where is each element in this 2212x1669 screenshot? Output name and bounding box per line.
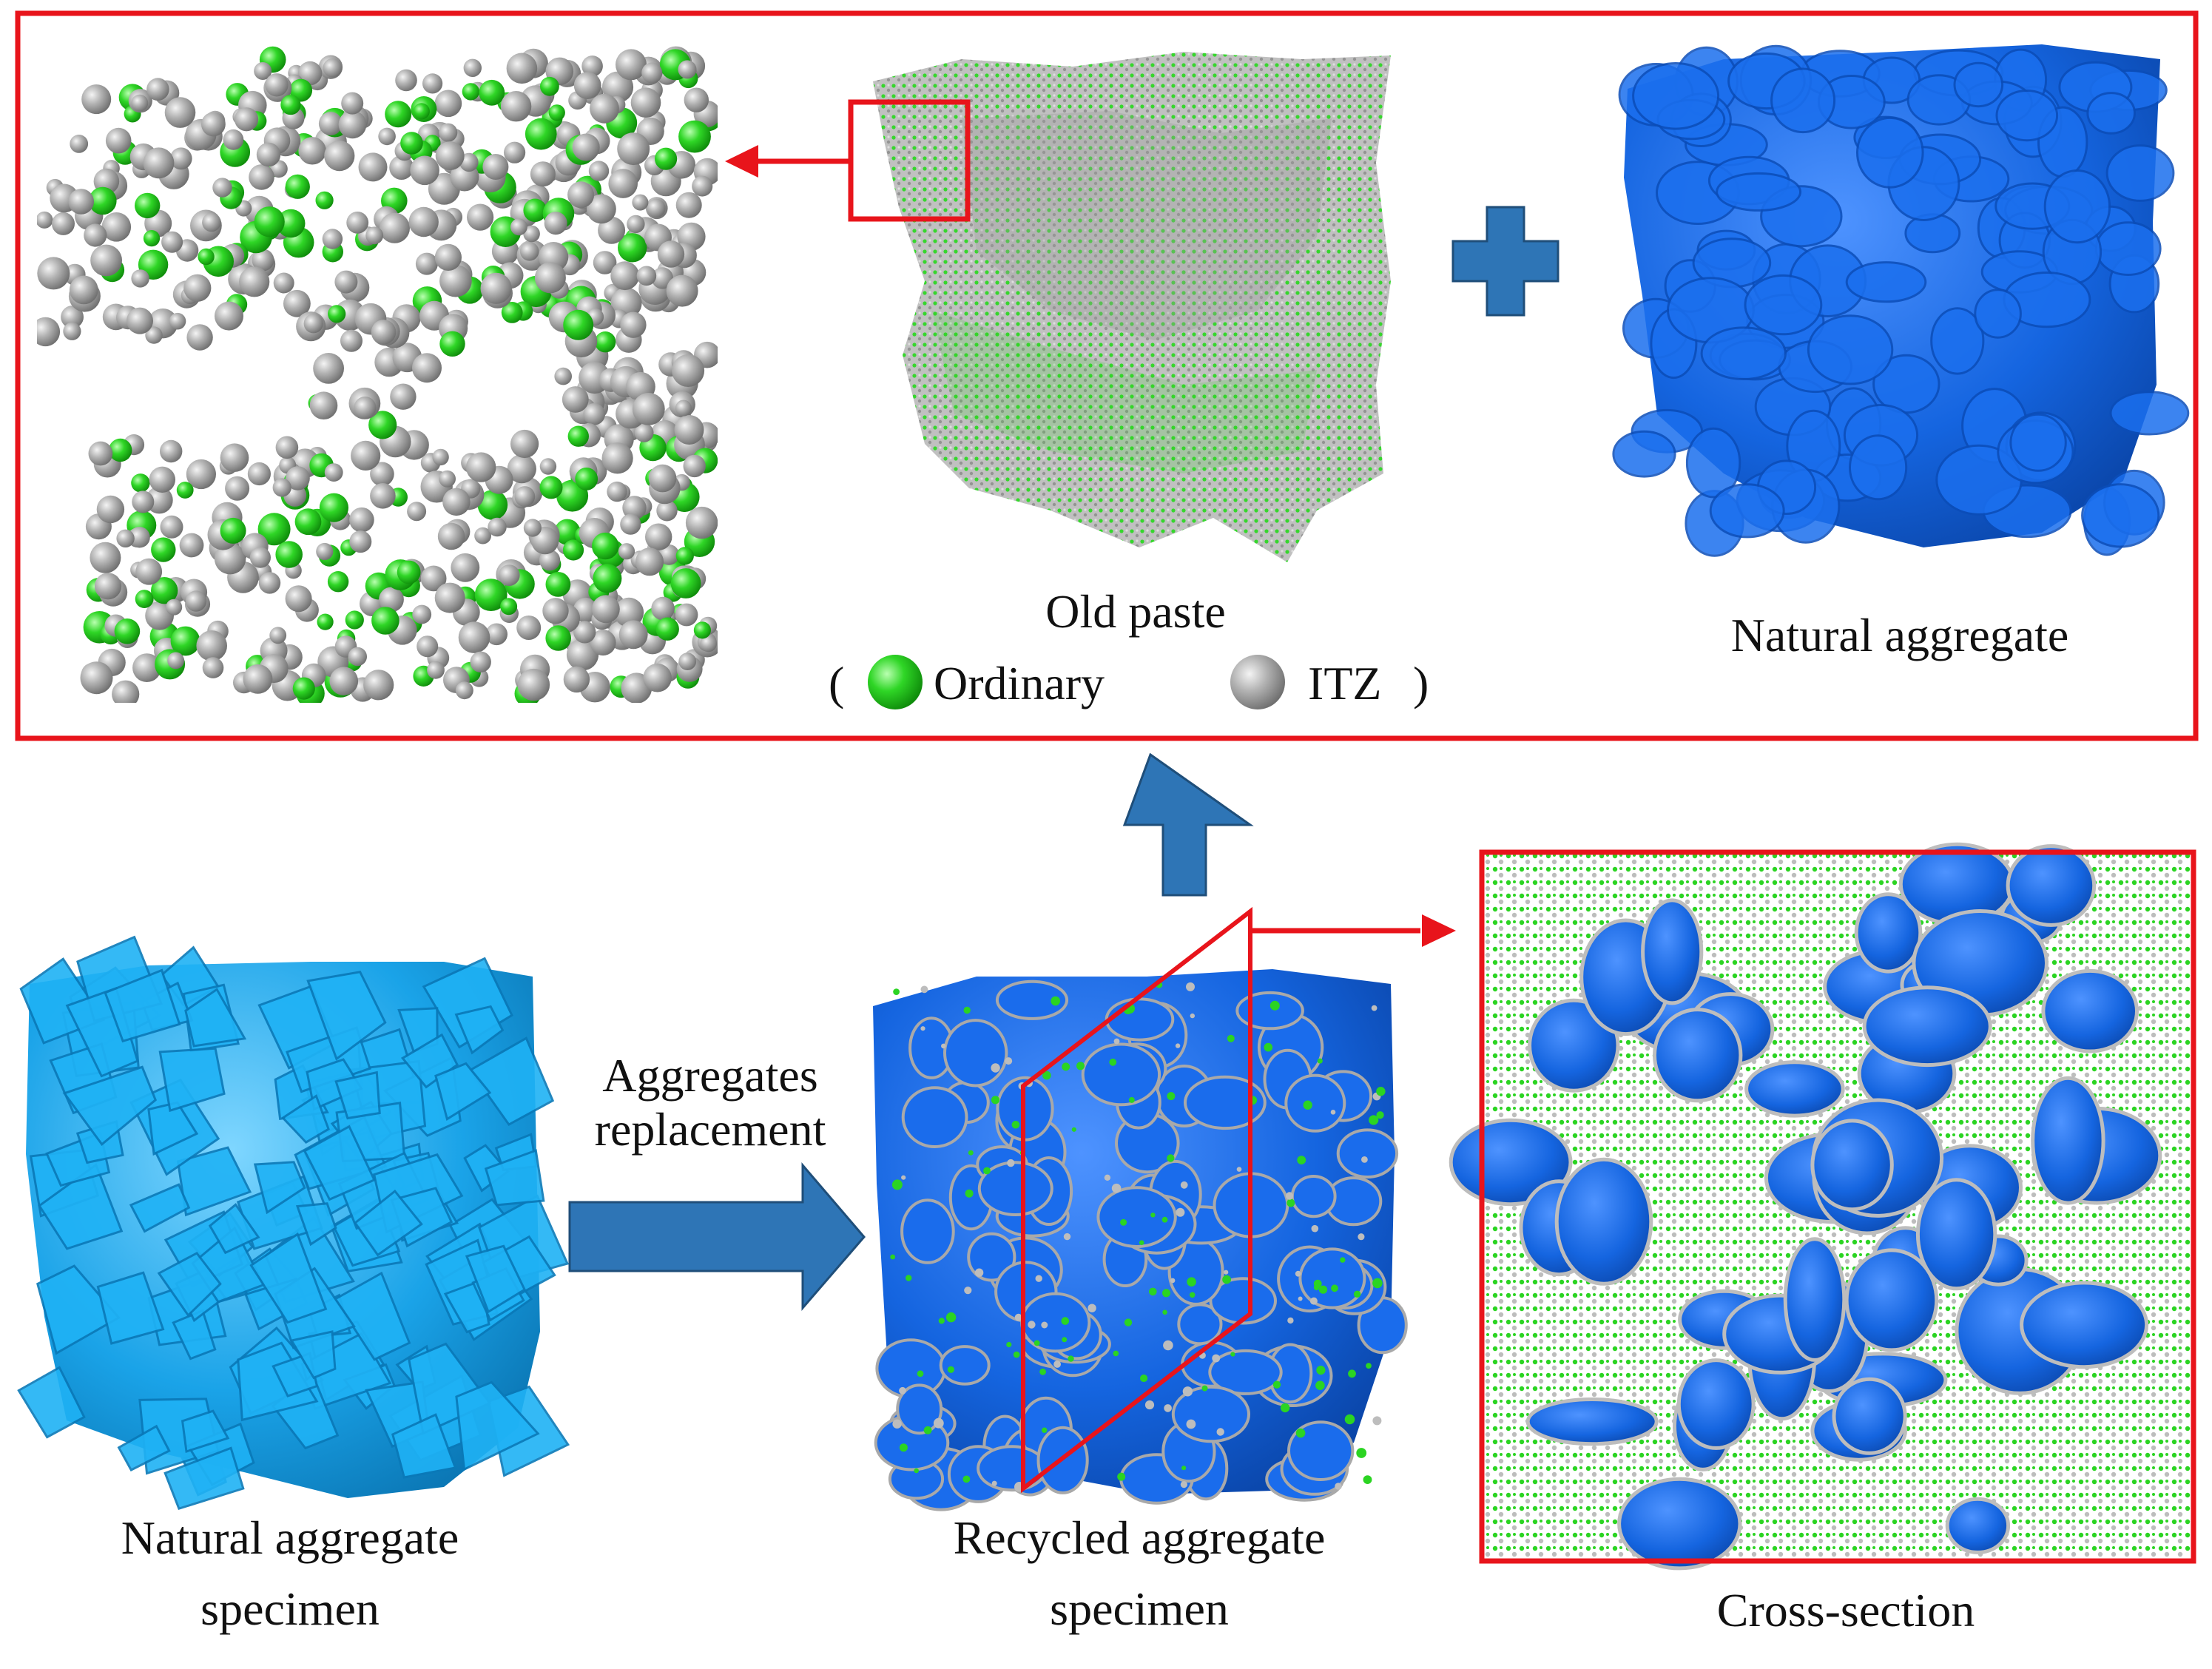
aggregates-replacement-label-1: Aggregates	[602, 1049, 817, 1102]
natural-aggregate-cube	[1612, 44, 2190, 557]
itz-swatch	[1230, 655, 1285, 709]
cross-section-panel	[1449, 842, 2196, 1571]
old-paste-cloud	[848, 52, 1391, 562]
cross-section-frame	[1479, 849, 2196, 1564]
zoom-arrow	[725, 145, 851, 178]
recycled-specimen-cube	[873, 969, 1408, 1511]
natural-aggregate-label: Natural aggregate	[1731, 609, 2069, 661]
section-plane	[1021, 906, 1252, 1494]
recycled-specimen-label-1: Recycled aggregate	[954, 1511, 1326, 1564]
legend-open-paren: (	[829, 657, 844, 709]
right-arrow-icon	[568, 1161, 866, 1312]
natural-specimen-label-2: specimen	[200, 1582, 380, 1635]
legend-close-paren: )	[1413, 657, 1429, 709]
zoom-source-box	[848, 99, 971, 222]
natural-specimen-label-1: Natural aggregate	[121, 1511, 459, 1564]
zoomed-particle-view	[37, 46, 718, 703]
plus-icon	[1451, 206, 1559, 317]
natural-specimen-cube	[17, 935, 570, 1511]
up-arrow-icon	[1122, 752, 1254, 897]
legend-itz-label: ITZ	[1308, 657, 1382, 709]
legend-ordinary-label: Ordinary	[934, 657, 1105, 709]
old-paste-label: Old paste	[1045, 585, 1226, 638]
aggregates-replacement-label-2: replacement	[595, 1103, 826, 1156]
legend: ( Ordinary ITZ )	[829, 655, 1429, 709]
ordinary-swatch	[868, 655, 923, 709]
section-arrow	[1250, 914, 1456, 947]
recycled-specimen-label-2: specimen	[1050, 1582, 1229, 1635]
top-frame	[15, 10, 2199, 741]
cross-section-label: Cross-section	[1717, 1584, 1975, 1636]
